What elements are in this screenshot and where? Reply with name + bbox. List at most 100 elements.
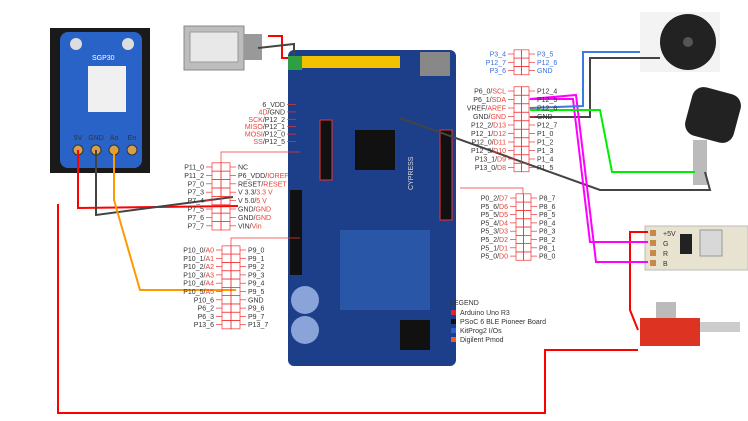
pin	[221, 270, 232, 280]
pin-label-part: P5_3/	[481, 229, 499, 236]
pin-label: P8_0	[539, 254, 555, 261]
pin	[513, 66, 522, 76]
pin-label: MISO/P12_1	[245, 124, 285, 131]
pin	[513, 86, 522, 96]
pin	[220, 212, 231, 222]
pin-label: P11_0	[184, 165, 204, 172]
pin	[513, 128, 522, 139]
pin	[221, 303, 232, 313]
pin-label: P11_2	[184, 173, 204, 180]
pin-label-part: IOREF	[267, 173, 288, 180]
legend-title: LEGEND	[450, 300, 479, 307]
sensor-pin-label: En	[128, 135, 137, 142]
pin	[220, 187, 231, 197]
legend-swatch	[451, 319, 456, 324]
led-pad	[650, 250, 656, 256]
pin-label-part: NC	[238, 165, 248, 172]
pin-label-part: D2	[499, 237, 508, 244]
pin	[230, 253, 241, 263]
wire	[57, 204, 638, 414]
pin	[515, 251, 524, 261]
pin-label-part: GND/	[238, 215, 256, 222]
pin-label: P8_7	[539, 196, 555, 203]
pin-label-part: D12	[493, 131, 506, 138]
pin	[211, 221, 222, 231]
pin	[521, 137, 530, 147]
pin-label: P9_7	[248, 314, 264, 321]
pin-label: 4D/GND	[259, 109, 285, 116]
pin	[523, 210, 532, 220]
pin-label: P1_5	[537, 165, 553, 172]
pin	[513, 145, 522, 156]
pin	[211, 212, 222, 222]
pin	[211, 179, 222, 189]
pin-label: P7_4	[188, 198, 204, 205]
pin-label-part: P10_3/	[183, 272, 205, 279]
terminal-block	[288, 56, 302, 70]
pin	[523, 201, 532, 211]
pin-label: P8_3	[539, 229, 555, 236]
pin-label: P12_0/D11	[471, 140, 506, 147]
pin	[211, 170, 222, 180]
wire	[95, 150, 234, 217]
pin	[211, 187, 222, 197]
pin-label-part: P10_6	[194, 297, 214, 304]
pin	[515, 226, 524, 236]
pin-label: P9_1	[248, 256, 264, 263]
pin	[521, 145, 530, 156]
pin-label: P7_7	[188, 223, 204, 230]
legend-item: PSoC 6 BLE Pioneer Board	[460, 319, 546, 326]
pin-label-part: P6_VDD/	[238, 173, 267, 180]
pin-label-part: D5	[499, 212, 508, 219]
pin-label: P7_3	[188, 190, 204, 197]
pin-label-part: GND	[256, 215, 272, 222]
pin-label-part: VREF/	[467, 106, 488, 113]
pin-label-part: P10_1/	[183, 256, 205, 263]
pin-label-part: P10_2/	[183, 264, 205, 271]
pin	[513, 137, 522, 147]
pin-label: P12_1/D12	[471, 131, 506, 138]
pin-label: P13_6	[194, 322, 214, 329]
pin-label: P3_6	[490, 68, 506, 75]
pin-label: RESET/RESET	[238, 181, 287, 188]
pin	[523, 226, 532, 236]
pin-label: P12_7	[537, 123, 557, 130]
buzzer	[640, 12, 720, 72]
wire	[529, 93, 648, 263]
pin-label: GND	[537, 114, 553, 121]
pin-label: P8_4	[539, 220, 555, 227]
pin-label-part: P6_0/	[474, 89, 492, 96]
pin	[523, 218, 532, 228]
pin-label-part: RESET	[263, 181, 287, 188]
pin-label-part: /P12_5	[263, 139, 285, 146]
pin-label: P6_1/SDA	[473, 97, 506, 104]
pin	[221, 278, 232, 288]
pin-label-part: D9	[497, 157, 506, 164]
pin	[230, 287, 241, 297]
pin	[523, 235, 532, 245]
wire	[77, 150, 239, 210]
pin-label-part: P5_5/	[481, 212, 499, 219]
pin	[211, 196, 222, 206]
pin-label-part: GND/	[473, 114, 491, 121]
pin-label: P7_6	[188, 215, 204, 222]
wire	[113, 150, 236, 291]
pin-label-part: GND/	[238, 207, 256, 214]
pin-label-part: A2	[205, 264, 214, 271]
pin	[513, 103, 522, 113]
pin-label: P13_7	[248, 322, 268, 329]
pin-label: NC	[238, 165, 248, 172]
pin	[220, 170, 231, 180]
pin	[230, 320, 241, 330]
pin-label: SCK/P12_2	[248, 117, 285, 124]
pin-label-part: MISO	[245, 124, 263, 131]
wire	[530, 98, 648, 243]
pin-label-part: D11	[494, 140, 506, 147]
pin-label-part: /P12_0	[263, 132, 285, 139]
pin-label-part: A0	[205, 248, 214, 255]
pin-label: P10_1/A1	[183, 256, 214, 263]
pin-label-part: P5_0/	[481, 254, 499, 261]
pin-label: P13_0/D8	[475, 165, 506, 172]
